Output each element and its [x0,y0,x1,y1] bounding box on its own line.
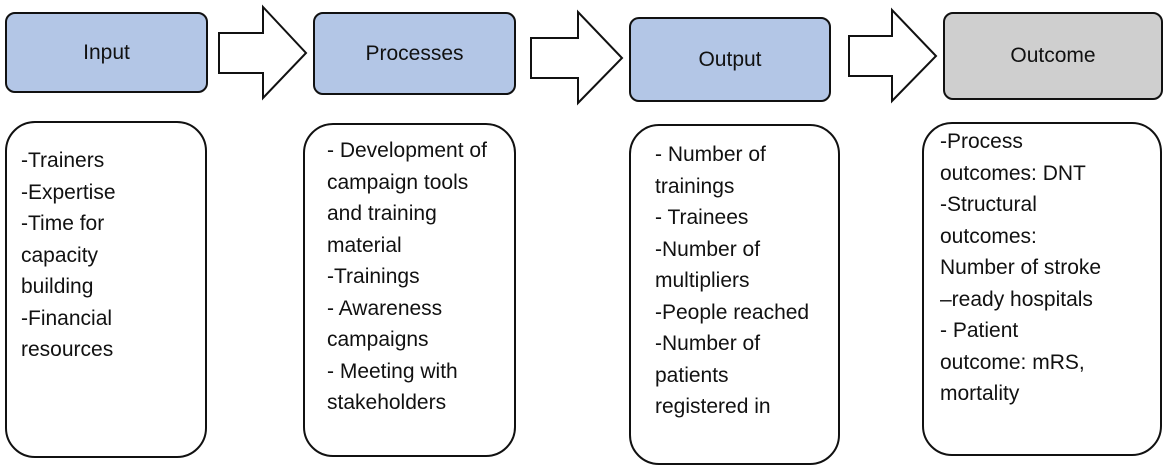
list-item: -Expertise [21,180,116,204]
list-item: -People reached [655,300,810,324]
list-item: campaign tools [327,170,469,194]
list-item: - Development of [327,139,487,162]
list-item: -Trainers [21,149,105,172]
list-item: - Trainees [655,206,749,229]
input-items-box: -Trainers -Expertise -Time for capacity … [5,121,207,458]
arrow-right-icon [848,7,938,104]
list-item: stakeholders [327,391,447,414]
list-item: - Number of [655,143,766,166]
output-header: Output [629,17,831,102]
list-item: - Patient [940,319,1019,342]
list-item: -Number of [655,237,761,261]
list-item: mortality [940,382,1020,405]
list-item: outcomes: DNT [940,161,1086,185]
list-item: material [327,233,402,257]
list-item: - Awareness [327,296,443,320]
output-items-box: - Number of trainings - Trainees -Number… [629,124,840,465]
list-item: patients [655,363,729,387]
list-item: outcomes: [940,224,1037,248]
list-item: capacity [21,243,99,267]
list-item: - Meeting with [327,359,458,383]
list-item: -Time for [21,212,105,235]
list-item: –ready hospitals [940,287,1093,311]
processes-header: Processes [313,12,516,95]
list-item: -Structural [940,193,1037,216]
input-header: Input [5,12,208,93]
list-item: and training [327,202,437,225]
list-item: -Financial [21,306,113,330]
list-item: campaigns [327,328,429,351]
outcome-header: Outcome [943,12,1163,100]
list-item: -Process [940,130,1023,153]
list-item: -Number of [655,332,761,355]
list-item: -Trainings [327,265,420,288]
list-item: registered in [655,395,771,418]
list-item: trainings [655,174,735,198]
arrow-right-icon [530,9,624,106]
arrow-right-icon [218,4,308,101]
list-item: resources [21,338,114,361]
list-item: multipliers [655,269,750,292]
outcome-items-box: -Process outcomes: DNT -Structural outco… [922,122,1162,456]
list-item: building [21,275,94,298]
list-item: Number of stroke [940,256,1102,279]
list-item: outcome: mRS, [940,350,1085,374]
processes-items-box: - Development of campaign tools and trai… [303,123,516,457]
